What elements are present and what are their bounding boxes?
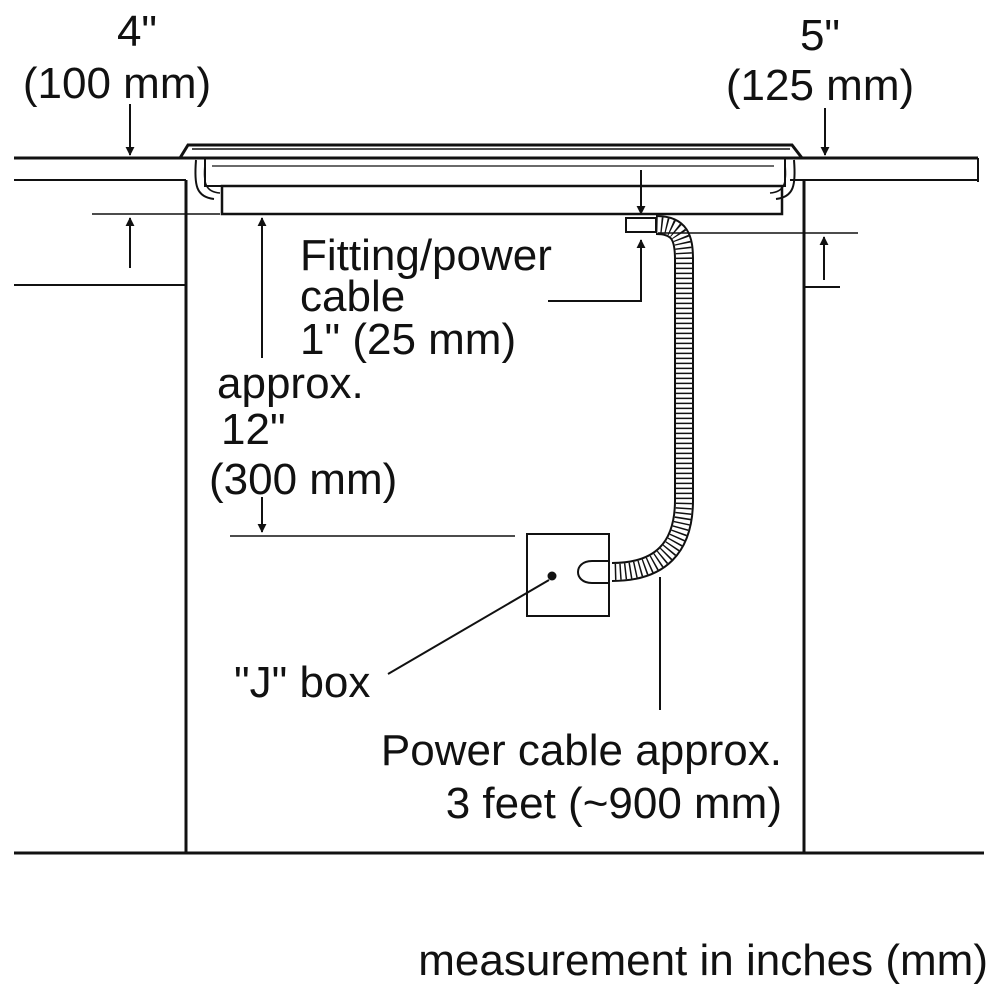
jbox-label: "J" box [234,658,370,707]
cooktop [177,143,806,216]
fitting-label-line1: Fitting/power [300,231,552,280]
fitting-label-line2: cable [300,272,405,321]
cabinet [14,180,984,855]
dimension-lines [92,104,858,710]
countertop [14,156,979,182]
power-cable-label-line2: 3 feet (~900 mm) [446,779,782,828]
approx-mm: (300 mm) [209,455,397,504]
measurement-footer: measurement in inches (mm) [418,936,988,985]
jbox-dot [547,571,557,581]
approx-inches: 12" [221,405,286,454]
left-depth-inches: 4" [117,7,157,56]
labels: 4" (100 mm) 5" (125 mm) Fitting/power ca… [23,7,988,985]
power-cable-label-line1: Power cable approx. [381,726,782,775]
fitting-label-line3: 1" (25 mm) [300,315,516,364]
power-cable-conduit [611,215,694,582]
left-depth-mm: (100 mm) [23,59,211,108]
junction-box [526,533,610,617]
right-depth-inches: 5" [800,11,840,60]
right-depth-mm: (125 mm) [726,61,914,110]
approx-label: approx. [217,359,364,408]
